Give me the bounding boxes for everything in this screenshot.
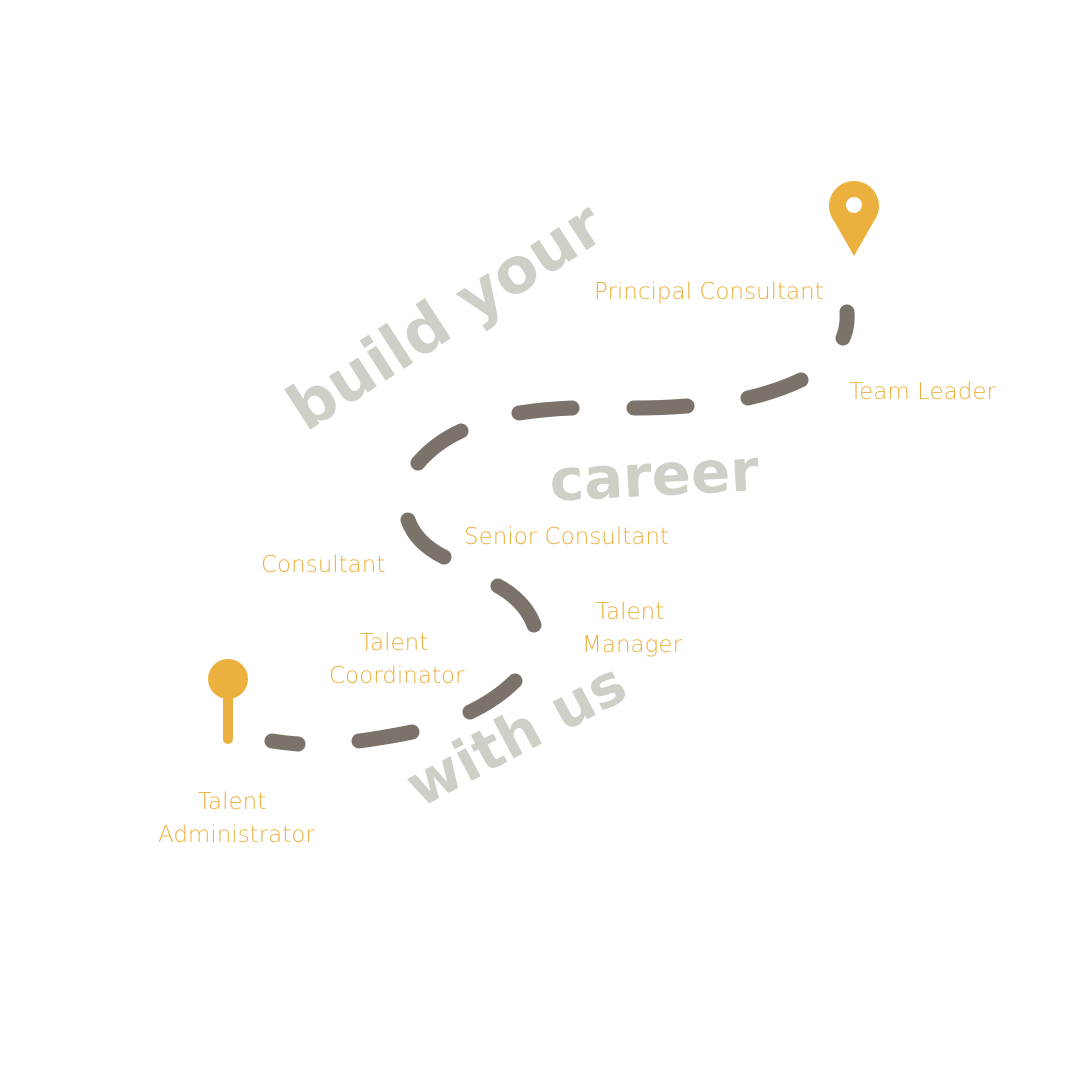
role-talent-manager-line1: Talent: [595, 599, 665, 625]
role-talent-coordinator-line1: Talent: [359, 630, 429, 656]
role-consultant: Consultant: [261, 552, 386, 578]
location-pin-icon: [829, 180, 879, 256]
road-dash: [511, 400, 580, 421]
start-pin-icon: [208, 659, 248, 744]
role-talent-administrator-line1: Talent: [197, 789, 267, 815]
slogan-career: career: [547, 436, 761, 515]
role-team-leader: Team Leader: [849, 379, 996, 405]
role-talent-manager-line2: Manager: [582, 632, 683, 658]
road-dash: [462, 673, 523, 720]
road-dash: [835, 304, 855, 346]
role-talent-coordinator: Talent Coordinator: [329, 627, 465, 693]
road-dash: [400, 512, 452, 565]
role-senior-consultant: Senior Consultant: [464, 524, 669, 550]
role-talent-coordinator-line2: Coordinator: [329, 663, 465, 689]
role-principal-consultant: Principal Consultant: [594, 279, 824, 305]
road-dash: [490, 578, 542, 633]
road-dash: [264, 733, 306, 752]
road-dashes: [264, 304, 855, 752]
role-talent-administrator: Talent Administrator: [158, 786, 315, 852]
road-dash: [626, 398, 695, 416]
role-talent-administrator-line2: Administrator: [158, 822, 315, 848]
road-dash: [410, 423, 469, 471]
road-dash: [740, 372, 809, 406]
role-talent-manager: Talent Manager: [582, 596, 683, 662]
road-dash: [351, 724, 420, 749]
